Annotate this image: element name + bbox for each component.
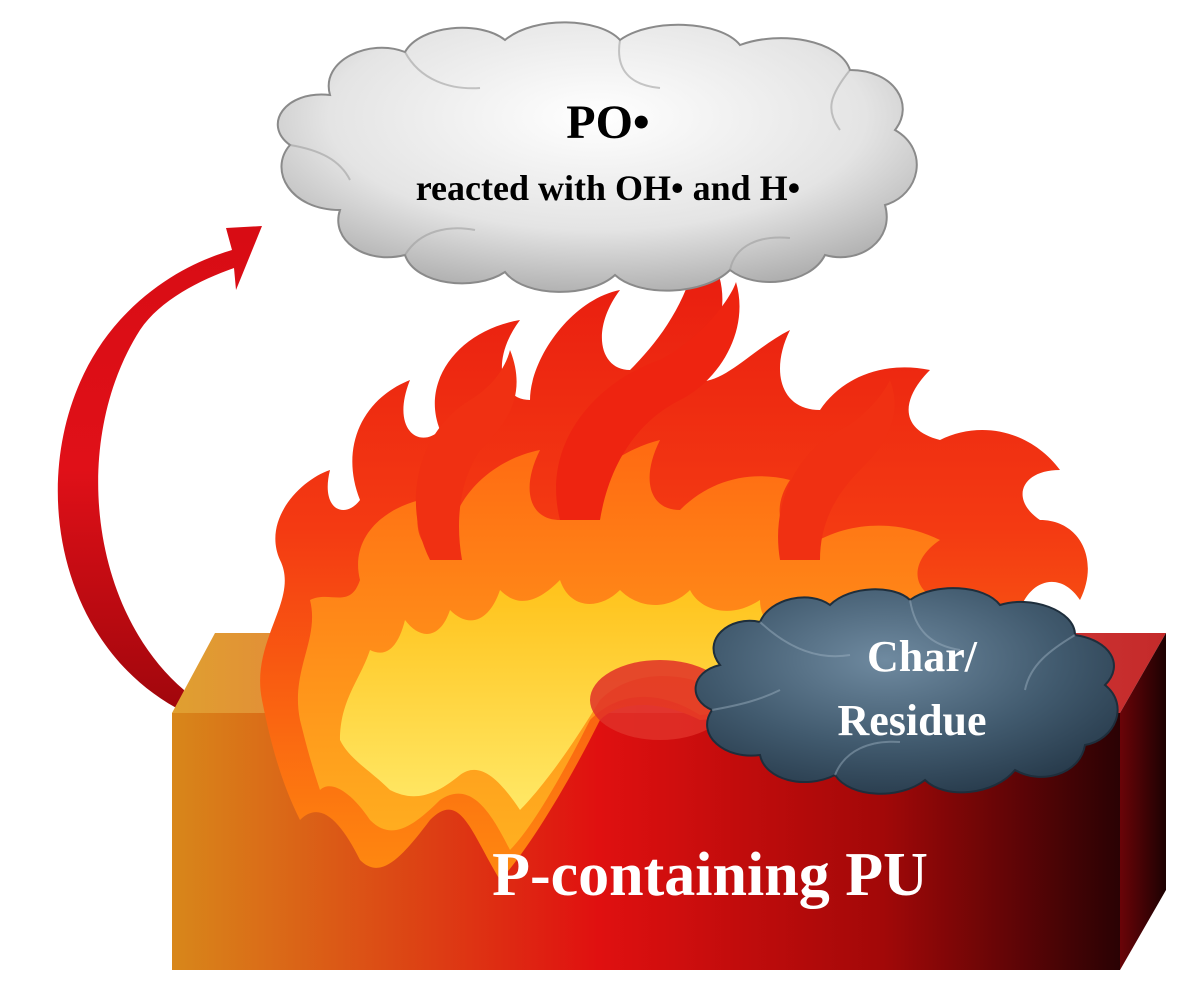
gas-cloud-shape <box>276 21 918 293</box>
flame-wisp <box>415 350 517 560</box>
char-label-line2: Residue <box>837 696 986 745</box>
po-radical-label: PO• <box>566 96 649 149</box>
reaction-label: reacted with OH• and H• <box>416 168 801 208</box>
material-label: P-containing PU <box>492 841 928 909</box>
char-cloud-fold <box>711 599 1076 776</box>
char-cloud-shape <box>694 587 1119 795</box>
gas-cloud-fold <box>289 39 851 271</box>
flame-glow <box>590 660 730 740</box>
char-residue-cloud: Char/ Residue <box>694 587 1119 795</box>
flame-wisp <box>778 380 895 560</box>
feedback-arrow <box>57 226 262 712</box>
pu-block-side <box>1120 633 1166 970</box>
flames <box>260 240 1088 880</box>
char-label-line1: Char/ <box>867 632 978 681</box>
flame-wisp <box>556 282 740 520</box>
flame-inner <box>340 580 820 810</box>
gas-phase-cloud: PO• reacted with OH• and H• <box>276 21 918 293</box>
